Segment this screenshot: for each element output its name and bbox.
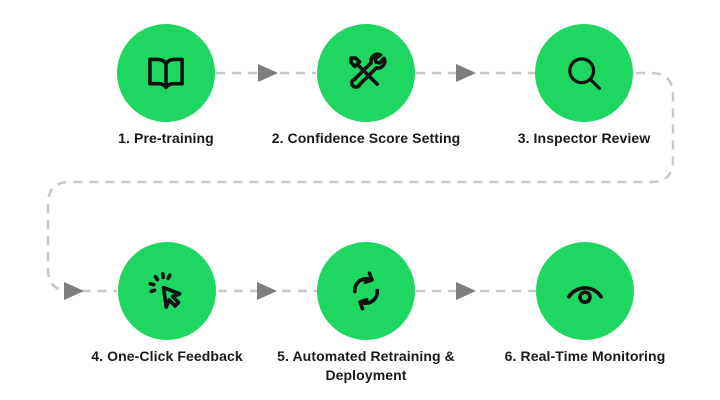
step-label-text: 5. Automated Retraining & Deployment: [277, 348, 455, 383]
step-label: 6. Real-Time Monitoring: [504, 348, 666, 364]
step-circle: [317, 24, 415, 122]
arrowhead-icon: [456, 64, 476, 82]
step-automated-retraining-deployment: 5. Automated Retraining & Deployment: [251, 242, 481, 385]
arrowhead-icon: [64, 282, 84, 300]
open-book-icon: [148, 57, 184, 90]
arrowhead-icon: [257, 282, 277, 300]
magnifier-icon: [568, 57, 601, 90]
connector-step3-step4-wrap: [46, 71, 675, 293]
step-inspector-review: 3. Inspector Review: [469, 24, 699, 148]
step-circle: [535, 24, 633, 122]
sync-arrows-icon: [352, 271, 380, 311]
arrowhead-icon: [456, 282, 476, 300]
step-label: 3. Inspector Review: [517, 130, 651, 146]
step-real-time-monitoring: 6. Real-Time Monitoring: [470, 242, 700, 366]
crossed-tools-icon: [349, 52, 387, 89]
cursor-click-icon: [148, 272, 182, 309]
step-label: 2. Confidence Score Setting: [271, 130, 461, 146]
step-circle: [317, 242, 415, 340]
step-label: 4. One-Click Feedback: [91, 348, 243, 364]
step-confidence-score-setting: 2. Confidence Score Setting: [251, 24, 481, 148]
step-pre-training: 1. Pre-training: [51, 24, 281, 148]
step-circle: [536, 242, 634, 340]
step-one-click-feedback: 4. One-Click Feedback: [52, 242, 282, 366]
step-label: 1. Pre-training: [118, 130, 214, 146]
step-label: 5. Automated Retraining & Deployment: [271, 347, 461, 385]
arrowhead-icon: [258, 64, 278, 82]
step-circle: [117, 24, 215, 122]
step-circle: [118, 242, 216, 340]
monitoring-eye-icon: [567, 286, 603, 304]
